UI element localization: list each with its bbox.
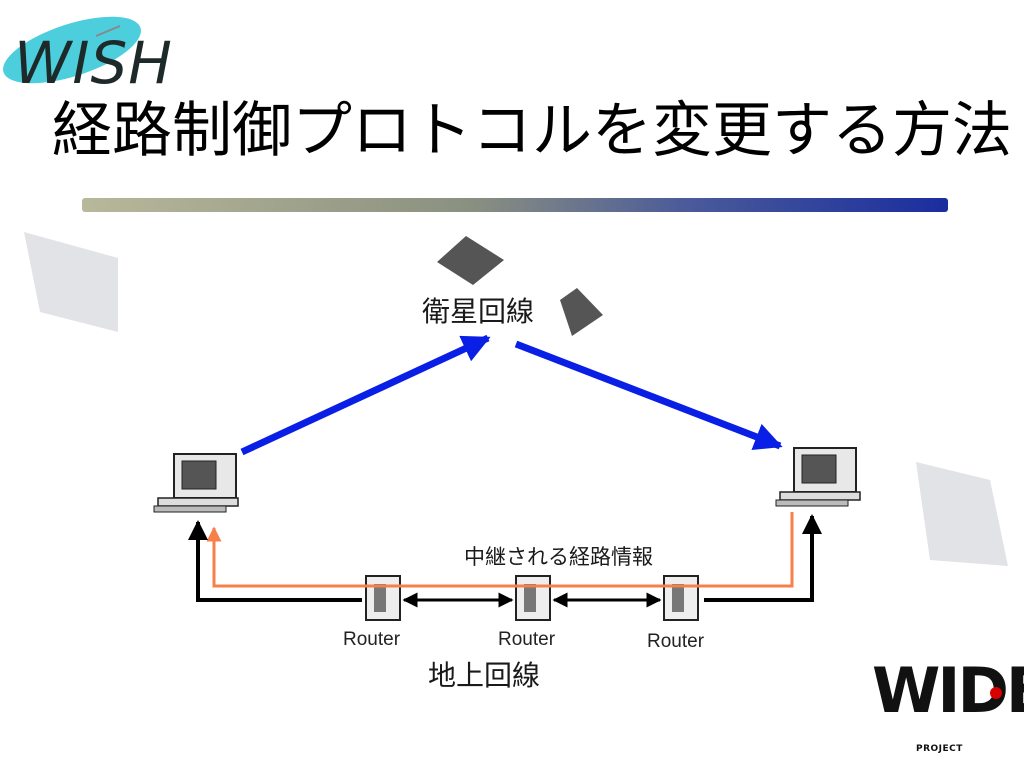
router-label-2: Router [498,629,556,650]
computer-icon-left [153,453,239,513]
router-label-1: Router [343,629,401,650]
router-label-3: Router [647,631,705,652]
wish-logo-swoosh [3,16,141,84]
slide-title: 経路制御プロトコルを変更する方法 [52,96,1012,166]
router-icon-1 [365,575,401,621]
satellite-link-label: 衛星回線 [422,295,535,328]
decor-panel-left [24,232,118,332]
satellite-icon-right [560,288,603,336]
satellite-uplink-arrow [240,334,491,456]
ground-arrow-left [188,520,362,602]
router-icon-3 [663,575,699,621]
ground-arrow-right [704,514,822,602]
wide-logo-dot [990,687,1002,699]
router-icon-2 [515,575,551,621]
ground-link-label: 地上回線 [428,659,541,692]
satellite-downlink-arrow [514,340,783,450]
route-info-line [206,512,794,588]
wish-logo: WISH [14,29,173,97]
computer-icon-right [775,447,861,507]
title-underline-bar [82,198,948,212]
wide-logo-subtitle: PROJECT [916,744,963,754]
decor-panel-right [916,462,1008,566]
route-info-label: 中継される経路情報 [464,545,653,569]
satellite-icon-top [437,236,504,285]
